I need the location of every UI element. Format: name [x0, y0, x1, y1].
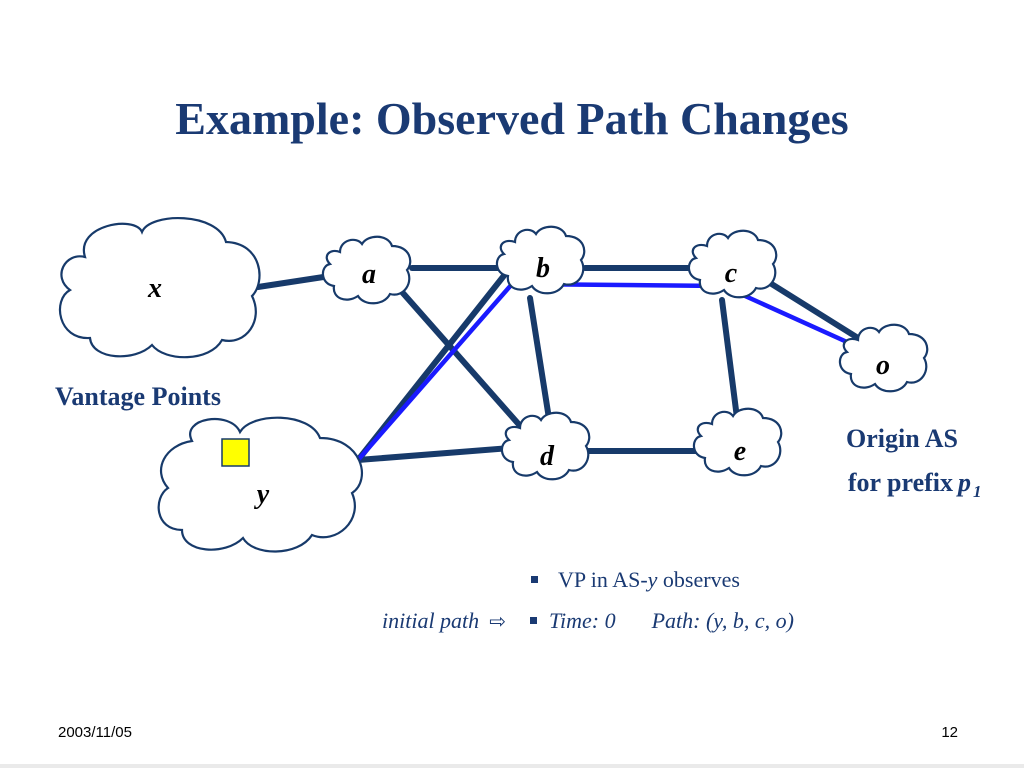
prefix-p: p [956, 468, 971, 497]
node-label-o: o [876, 350, 890, 381]
for-prefix-caption: for prefix [848, 468, 953, 497]
cloud-o [838, 323, 929, 393]
node-label-e: e [734, 436, 746, 467]
link-a-d [399, 289, 525, 431]
cloud-x [58, 216, 261, 359]
node-label-y: y [254, 479, 270, 510]
node-label-x: x [147, 273, 162, 304]
cloud-d [500, 411, 591, 481]
node-label-a: a [362, 259, 376, 290]
link-c-o [767, 280, 861, 341]
cloud-b [495, 225, 586, 295]
node-label-d: d [540, 441, 555, 472]
cloud-a [321, 235, 412, 305]
cloud-e [692, 407, 783, 477]
link-x-a [255, 273, 333, 290]
cloud-y [157, 416, 363, 553]
vantage-points-caption: Vantage Points [55, 382, 221, 411]
node-label-b: b [536, 253, 550, 284]
footer-date: 2003/11/05 [58, 724, 132, 741]
link-b-d [527, 295, 553, 428]
clouds [58, 216, 929, 553]
vantage-point-marker [221, 438, 250, 467]
origin-as-caption: Origin AS [846, 424, 958, 453]
slide-title: Example: Observed Path Changes [175, 93, 849, 144]
link-c-e [719, 297, 740, 421]
observed-path [356, 281, 859, 462]
cloud-c [687, 229, 778, 299]
footer-page-number: 12 [941, 724, 958, 741]
bottom-rule [0, 764, 1024, 768]
node-label-c: c [725, 258, 738, 289]
link-y-d [355, 445, 513, 463]
prefix-subscript: 1 [973, 482, 982, 501]
